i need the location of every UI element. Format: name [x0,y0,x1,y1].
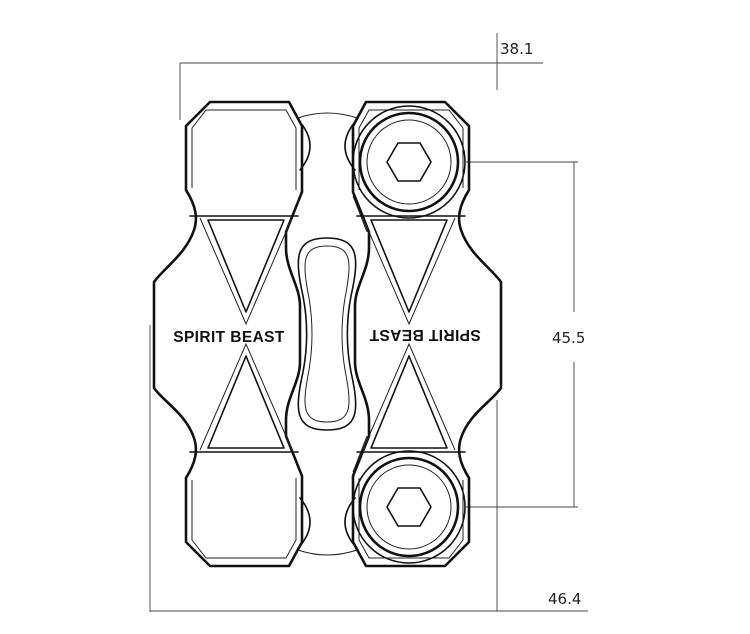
right-brand-label: SPIRIT BEAST [369,326,481,343]
dimension-hole-spacing: 45.5 [552,329,585,347]
center-slot [297,237,357,431]
left-clamp [152,100,304,568]
left-brand-label: SPIRIT BEAST [173,329,285,346]
dimension-top-width: 38.1 [500,40,533,58]
bottom-bolt [352,450,466,564]
top-bolt-hex-socket-icon [386,142,432,182]
top-bolt [352,105,466,219]
dimension-bottom-width: 46.4 [548,590,581,608]
bottom-bolt-hex-socket-icon [386,487,432,527]
dimension-lines [149,33,588,612]
